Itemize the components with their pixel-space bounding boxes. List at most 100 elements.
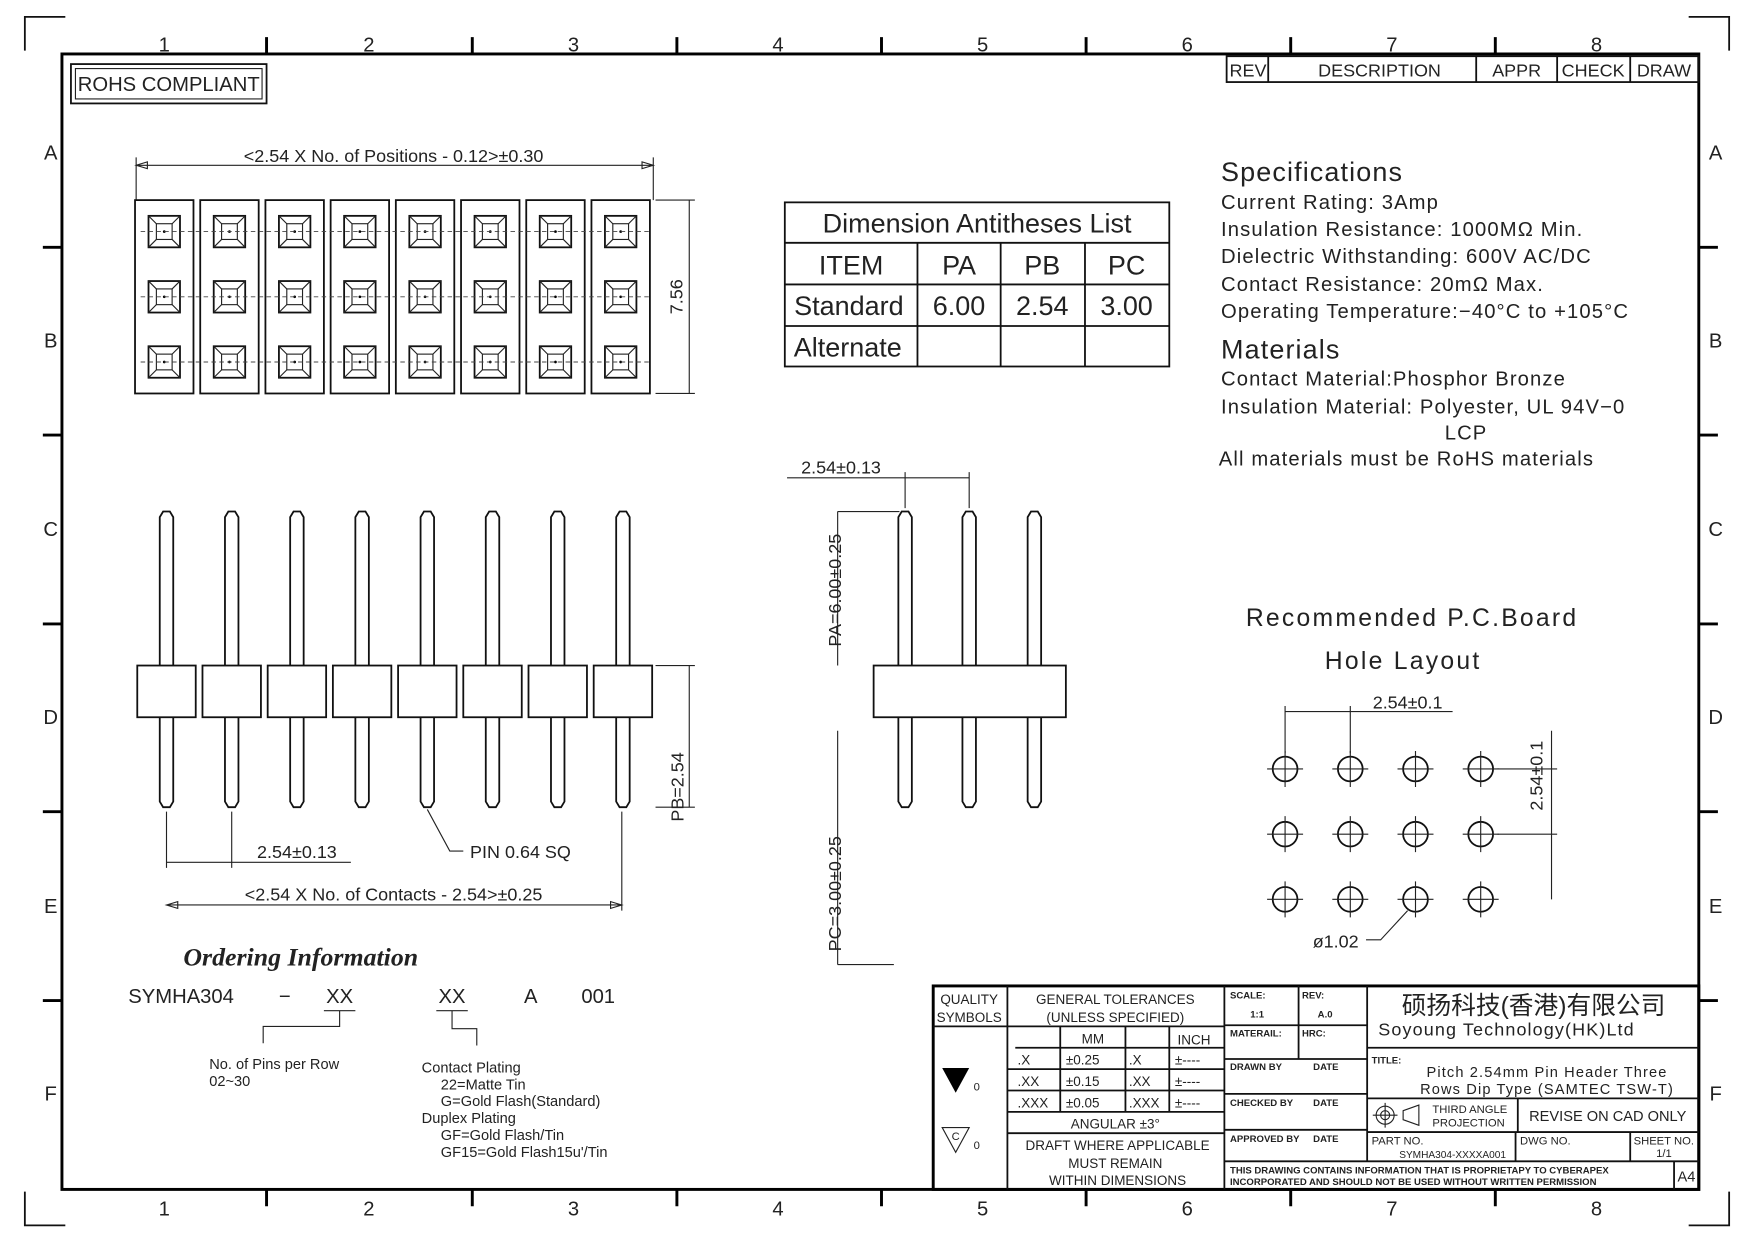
standard-pa: 6.00 <box>933 291 986 321</box>
tolerance-cell: ±0.15 <box>1066 1074 1100 1089</box>
third-angle-projection-icon <box>1372 1102 1420 1128</box>
material-line: Insulation Material: Polyester, UL 94V−0 <box>1221 397 1625 419</box>
tolerance-header: GENERAL TOLERANCES <box>1036 992 1195 1007</box>
symbols-label: SYMBOLS <box>937 1010 1002 1025</box>
rev-header: REV <box>1230 60 1267 80</box>
description-header: DESCRIPTION <box>1318 60 1441 80</box>
revise-note: REVISE ON CAD ONLY <box>1529 1109 1686 1125</box>
pin-lower <box>615 717 631 809</box>
pins-per-row-label: No. of Pins per Row <box>209 1057 339 1073</box>
spec-line: Current Rating: 3Amp <box>1221 192 1439 214</box>
dimension-table-title: Dimension Antitheses List <box>823 209 1132 239</box>
finish-triangle-icon <box>942 1067 970 1093</box>
ruler-row-label: E <box>1709 896 1722 918</box>
hole-crosshair <box>1462 881 1499 918</box>
pin-center <box>554 360 557 364</box>
socket-chamfer <box>408 215 442 248</box>
pin-upper <box>1026 510 1043 666</box>
ordering-title: Ordering Information <box>183 943 418 972</box>
ruler-row-label: A <box>44 143 58 165</box>
socket-chamfer <box>604 280 637 313</box>
tolerance-cell: ±---- <box>1175 1053 1200 1068</box>
ruler-column-label: 5 <box>977 35 988 57</box>
spec-line: Dielectric Withstanding: 600V AC/DC <box>1221 246 1592 268</box>
pin-upper <box>289 510 305 666</box>
side-pitch-dimension: 2.54±0.13 <box>801 457 881 477</box>
pin-upper <box>354 510 370 666</box>
ruler-column-label: 6 <box>1182 1198 1193 1220</box>
rohs-badge: ROHS COMPLIANT <box>70 63 268 105</box>
title-label: TITLE: <box>1372 1055 1402 1066</box>
drawing-title: Pitch 2.54mm Pin Header Three <box>1427 1065 1668 1081</box>
specifications: Specifications Current Rating: 3Amp Insu… <box>1219 157 1628 470</box>
code-pins: XX <box>326 986 353 1008</box>
socket-chamfer <box>213 345 246 379</box>
pin-lower <box>224 717 240 809</box>
hole-crosshair <box>1332 881 1369 918</box>
housing-body <box>592 664 654 719</box>
length-dimension: <2.54 X No. of Contacts - 2.54>±0.25 <box>245 884 543 904</box>
code-base: SYMHA304 <box>128 986 234 1008</box>
tolerance-cell: .XXX <box>1129 1095 1160 1110</box>
hole-crosshair <box>1462 750 1499 787</box>
socket-chamfer <box>213 215 246 248</box>
pin-socket <box>343 280 377 314</box>
hole-crosshair <box>1332 750 1369 787</box>
sheet-no-value: 1/1 <box>1656 1148 1672 1160</box>
disclaimer: THIS DRAWING CONTAINS INFORMATION THAT I… <box>1230 1166 1609 1177</box>
top-view: <2.54 X No. of Positions - 0.12>±0.30 7.… <box>134 146 695 395</box>
ruler-row-label: C <box>43 519 58 541</box>
draw-header: DRAW <box>1637 60 1691 80</box>
pin-socket <box>343 214 377 249</box>
scale-label: SCALE: <box>1230 990 1266 1001</box>
ruler-column-label: 7 <box>1386 1198 1397 1220</box>
hole-diameter: ø1.02 <box>1313 932 1359 952</box>
hole-crosshair <box>1462 816 1499 853</box>
socket-chamfer <box>213 280 246 313</box>
pin-center <box>554 230 557 233</box>
check-header: CHECK <box>1562 60 1625 80</box>
tolerance-subheader: (UNLESS SPECIFIED) <box>1046 1010 1184 1025</box>
pb-dimension: PB=2.54 <box>668 752 688 821</box>
ruler-row-label: D <box>1708 707 1723 729</box>
header-item: ITEM <box>819 250 883 280</box>
ruler-column-label: 8 <box>1591 1198 1602 1220</box>
tolerance-cell: .X <box>1018 1053 1031 1068</box>
row-standard-label: Standard <box>794 291 903 321</box>
code-suffix: 001 <box>581 986 615 1008</box>
pin-square <box>351 223 369 241</box>
pin-socket <box>343 345 377 379</box>
hole-layout-subtitle: Hole Layout <box>1325 648 1482 675</box>
tolerance-cell: .XX <box>1129 1074 1151 1089</box>
inch-header: INCH <box>1178 1032 1211 1047</box>
pin-center <box>358 230 362 233</box>
code-type: A <box>524 986 538 1008</box>
socket-chamfer <box>474 280 507 313</box>
tolerance-cell: .XXX <box>1018 1095 1049 1110</box>
code-plating: XX <box>439 986 466 1008</box>
hole-crosshair <box>1267 750 1304 787</box>
pin-upper <box>224 510 240 666</box>
pin-upper <box>615 510 631 666</box>
pin-lower <box>961 717 977 809</box>
pin-lower <box>1026 717 1043 809</box>
draft-note: DRAFT WHERE APPLICABLE <box>1026 1138 1210 1153</box>
hole-crosshair <box>1267 881 1304 918</box>
hole-pitch-x: 2.54±0.1 <box>1373 692 1443 712</box>
ruler-row-label: B <box>1709 330 1722 352</box>
side-view: 2.54±0.13 PA=6.00±0.25 PC=3.00±0.25 <box>787 457 1067 966</box>
dimension-table: Dimension Antitheses List ITEM PA PB PC … <box>783 201 1171 368</box>
rev-value: A.0 <box>1318 1009 1333 1020</box>
drawing-title: Rows Dip Type (SAMTEC TSW-T) <box>1420 1082 1674 1098</box>
row-alternate-label: Alternate <box>794 332 902 362</box>
symbol-value: 0 <box>974 1081 980 1093</box>
height-dimension: 7.56 <box>667 279 687 314</box>
hole-crosshair <box>1397 816 1434 853</box>
pin-center <box>358 360 362 364</box>
ruler-row-label: A <box>1709 143 1723 165</box>
rev-label: REV: <box>1302 990 1324 1001</box>
socket-chamfer <box>278 345 311 379</box>
housing-body <box>462 664 523 719</box>
